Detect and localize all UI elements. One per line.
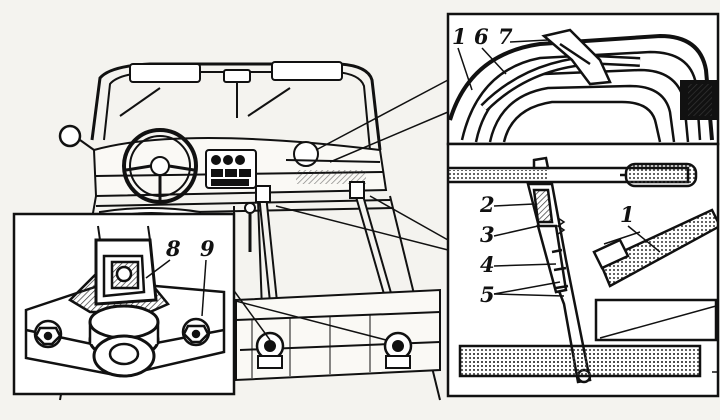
inset-top-right: 1 6 7 bbox=[446, 12, 720, 146]
tube-grip bbox=[624, 162, 698, 188]
windshield-frame bbox=[90, 62, 382, 151]
callout-3: 3 bbox=[480, 222, 495, 247]
mount-cylinder bbox=[88, 304, 160, 378]
steering-wheel bbox=[122, 128, 198, 204]
callout-1-right: 1 bbox=[620, 202, 635, 227]
inset-left-bracket: 8 9 bbox=[12, 212, 236, 396]
floor-mount-left bbox=[255, 331, 285, 369]
callout-8: 8 bbox=[165, 236, 181, 261]
instrument-cluster bbox=[205, 149, 257, 189]
bolt-left bbox=[33, 319, 63, 349]
callout-6: 6 bbox=[474, 24, 489, 49]
side-mirror bbox=[58, 124, 82, 148]
callout-4: 4 bbox=[480, 252, 495, 277]
seat-rail bbox=[598, 208, 717, 288]
bolt-right bbox=[181, 317, 211, 347]
floor-mount-right bbox=[383, 331, 413, 369]
callout-2: 2 bbox=[479, 192, 495, 217]
callout-7: 7 bbox=[498, 24, 513, 49]
car-interior-view bbox=[58, 61, 441, 401]
sun-visor-left bbox=[129, 63, 201, 83]
rearview-mirror bbox=[223, 69, 251, 83]
callout-9: 9 bbox=[200, 236, 215, 261]
callout-5: 5 bbox=[480, 282, 495, 307]
leader-lines bbox=[231, 79, 449, 341]
callout-1-top: 1 bbox=[452, 24, 467, 49]
sun-visor-right bbox=[271, 61, 343, 81]
inset-right-mechanism: 2 3 1 4 5 bbox=[446, 142, 720, 398]
